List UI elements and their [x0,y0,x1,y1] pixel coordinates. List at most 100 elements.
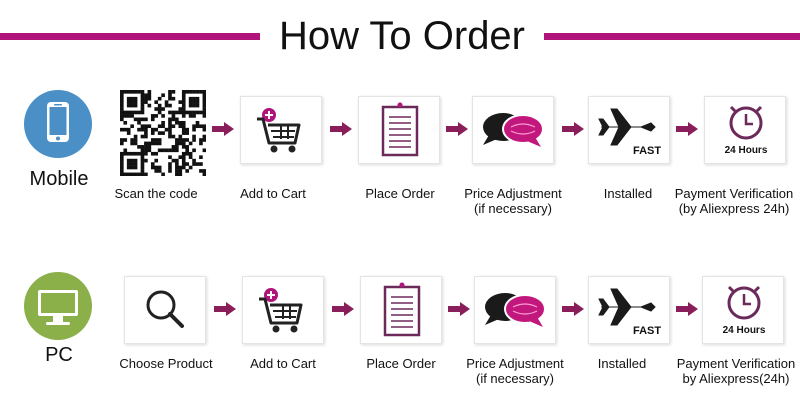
qr-module [202,138,207,142]
step-installed[interactable]: FAST [588,96,670,164]
arrow-icon [212,122,234,136]
qr-module [192,114,196,118]
qr-module [130,138,134,142]
qr-module [140,162,145,166]
qr-code-icon[interactable] [120,90,207,177]
qr-module [175,172,179,177]
qr-module [133,134,138,139]
qr-module [126,131,131,135]
qr-module [175,148,179,153]
24-hours-badge: 24 Hours [724,145,768,156]
qr-module [178,120,183,125]
step-installed[interactable]: FAST [588,276,670,344]
step-payment-verification[interactable]: 24 Hours [704,96,786,164]
qr-module [192,127,196,132]
qr-module [168,93,172,98]
qr-module [154,100,159,104]
step-label-price-adjustment: Price Adjustment (if necessary) [464,186,562,216]
qr-module [202,127,207,132]
qr-module [202,103,207,108]
qr-module [130,110,134,115]
qr-module [133,103,138,108]
qr-module [126,127,131,132]
qr-module [178,100,183,104]
qr-module [144,134,148,139]
qr-module [164,100,169,104]
qr-module [120,155,124,159]
qr-module [168,124,172,129]
qr-module [140,134,145,139]
qr-module [157,148,162,153]
qr-module [202,96,207,101]
qr-module [130,162,134,166]
qr-module [157,138,162,142]
qr-module [202,148,207,153]
qr-module [144,172,148,177]
qr-module [185,148,189,153]
qr-module [202,93,207,98]
qr-module [178,169,183,173]
qr-module [150,127,155,132]
qr-module [154,165,159,170]
qr-module [140,169,145,173]
smartphone-icon [24,90,92,158]
qr-module [126,103,131,108]
qr-module [150,138,155,142]
qr-module [154,127,159,132]
title-divider-right [544,33,800,40]
qr-module [140,100,145,104]
qr-module [181,155,186,159]
step-place-order[interactable] [358,96,440,164]
qr-module [130,124,134,129]
qr-module [123,120,128,125]
qr-module [202,110,207,115]
qr-module [188,165,193,170]
step-choose-product[interactable] [124,276,206,344]
qr-module [161,124,165,129]
qr-module [137,90,141,94]
qr-module [195,110,200,115]
qr-module [161,131,165,135]
qr-module [192,110,196,115]
qr-module [157,165,162,170]
qr-module [178,134,183,139]
qr-module [202,90,207,94]
qr-module [171,148,176,153]
qr-module [171,114,176,118]
qr-module [161,114,165,118]
qr-module [171,134,176,139]
qr-module [120,100,124,104]
step-label-place-order: Place Order [365,186,435,201]
arrow-icon [448,302,470,316]
step-price-adjustment[interactable] [472,96,554,164]
qr-module [192,103,196,108]
qr-module [150,151,155,156]
qr-module [161,93,165,98]
arrow-icon [562,302,584,316]
step-price-adjustment[interactable] [474,276,556,344]
qr-module [199,155,203,159]
qr-module [120,103,124,108]
step-add-to-cart[interactable] [240,96,322,164]
step-add-to-cart[interactable] [242,276,324,344]
arrow-icon [330,122,352,136]
qr-module [171,110,176,115]
qr-module [130,90,134,94]
qr-module [185,169,189,173]
step-payment-verification[interactable]: 24 Hours [702,276,784,344]
step-place-order[interactable] [360,276,442,344]
qr-module [147,148,152,153]
qr-module [144,151,148,156]
qr-module [150,117,155,122]
qr-module [188,100,193,104]
qr-module [171,90,176,94]
qr-module [178,165,183,170]
qr-module [144,96,148,101]
title-bar: How To Order [0,4,800,64]
qr-module [181,162,186,166]
qr-module [188,103,193,108]
qr-module [144,158,148,163]
qr-module [175,162,179,166]
qr-module [164,127,169,132]
title-divider-left [0,33,260,40]
